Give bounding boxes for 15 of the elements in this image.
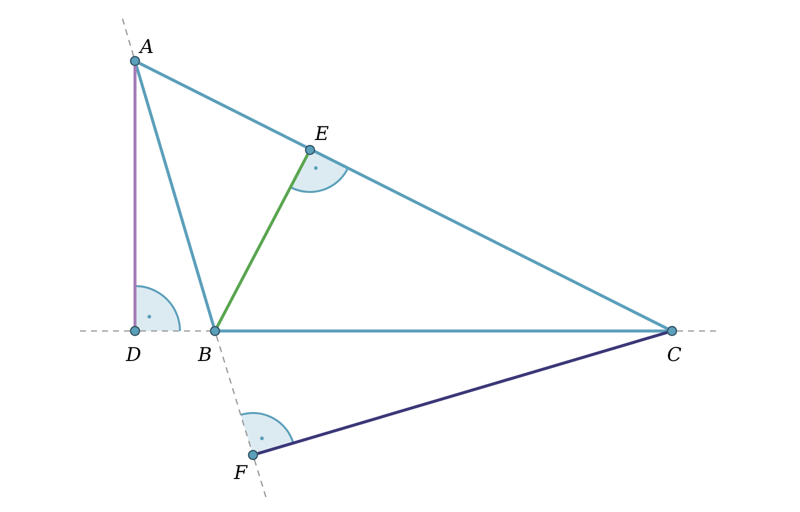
- point-label: A: [140, 37, 154, 57]
- line-segment: [216, 154, 309, 328]
- line-segment: [134, 66, 136, 326]
- point-label: E: [315, 124, 329, 144]
- point-label: F: [234, 463, 248, 483]
- labelled-point: [304, 123, 330, 156]
- point-label: B: [198, 345, 212, 365]
- line-segment: [134, 65, 216, 327]
- point-label: D: [126, 345, 142, 365]
- point-label: C: [667, 345, 682, 365]
- line-segment: [138, 62, 668, 330]
- labelled-point: [129, 36, 155, 67]
- line-segment: [257, 330, 668, 456]
- dashed-line: [140, 330, 210, 332]
- line-segment: [220, 330, 667, 332]
